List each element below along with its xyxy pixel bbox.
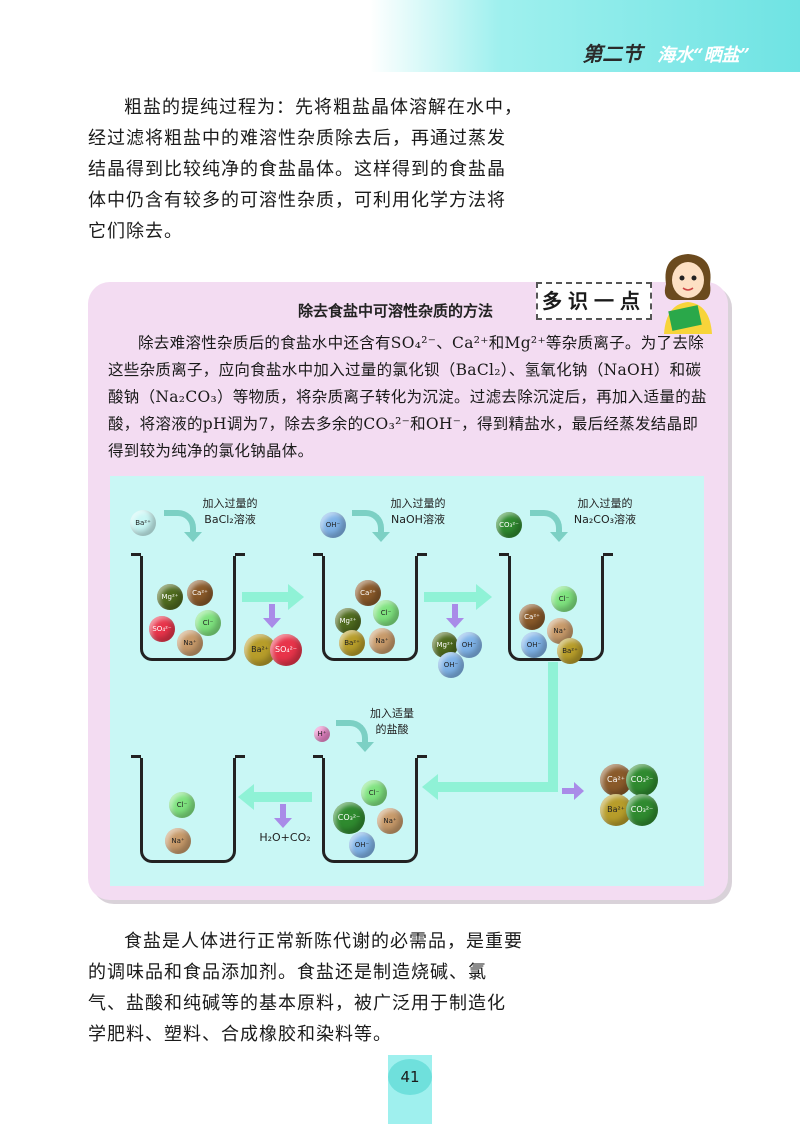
beaker-1: Mg²⁺ Ca²⁺ Cl⁻ SO₄²⁻ Na⁺ — [131, 553, 245, 661]
ion-ball: Mg²⁺ — [157, 584, 183, 610]
step4-line1: 加入适量 — [370, 707, 414, 720]
ion-ball: Na⁺ — [177, 630, 203, 656]
precipitate-arrow — [263, 604, 281, 628]
add-arrow-icon — [352, 510, 390, 542]
add-arrow-icon — [336, 720, 374, 752]
box-paragraph: 除去难溶性杂质后的食盐水中还含有SO₄²⁻、Ca²⁺和Mg²⁺等杂质离子。为了去… — [108, 334, 707, 460]
beaker-3: Cl⁻ Ca²⁺ Na⁺ OH⁻ Ba²⁺ — [499, 553, 613, 664]
step2-line2: NaOH溶液 — [391, 513, 445, 526]
ion-ball: Cl⁻ — [169, 792, 195, 818]
paragraph-intro: 粗盐的提纯过程为：先将粗盐晶体溶解在水中，经过滤将粗盐中的难溶性杂质除去后，再通… — [88, 97, 523, 242]
ion-ball: Ca²⁺ — [519, 604, 545, 630]
ion-ball: OH⁻ — [456, 632, 482, 658]
beaker-4: Cl⁻ CO₃²⁻ Na⁺ OH⁻ — [313, 755, 427, 863]
step1-line2: BaCl₂溶液 — [204, 513, 256, 526]
beaker-5: Cl⁻ Na⁺ — [131, 755, 245, 863]
section-title: 海水“晒盐” — [657, 45, 750, 66]
precipitate-arrow — [446, 604, 464, 628]
page-number: 41 — [388, 1059, 432, 1095]
ion-ball: Mg²⁺ — [335, 608, 361, 634]
ion-ball: Ca²⁺ — [355, 580, 381, 606]
step3-line1: 加入过量的 — [577, 497, 633, 510]
ion-ball: Ba²⁺ — [557, 638, 583, 664]
ion-ball: CO₃²⁻ — [626, 794, 658, 826]
ion-ball: OH⁻ — [349, 832, 375, 858]
ion-ball: OH⁻ — [521, 632, 547, 658]
ion-ball: Cl⁻ — [551, 586, 577, 612]
step1-label: 加入过量的 BaCl₂溶液 — [190, 496, 270, 528]
flow-arrow — [424, 584, 492, 610]
add-arrow-icon — [530, 510, 568, 542]
ion-ball: Na⁺ — [377, 808, 403, 834]
ion-ball: CO₃²⁻ — [626, 764, 658, 796]
ion-ba: Ba²⁺ — [130, 510, 156, 536]
info-box: 除去食盐中可溶性杂质的方法 多识一点 除去难溶性杂质后的食盐水中还含有SO₄²⁻… — [88, 282, 728, 900]
ion-co3: CO₃²⁻ — [496, 512, 522, 538]
ion-ball: CO₃²⁻ — [333, 802, 365, 834]
step2-line1: 加入过量的 — [390, 497, 446, 510]
ion-h: H⁺ — [314, 726, 330, 742]
purification-diagram: Ba²⁺ 加入过量的 BaCl₂溶液 Mg²⁺ Ca²⁺ Cl⁻ SO₄²⁻ N… — [110, 476, 704, 886]
ion-ball: Cl⁻ — [195, 610, 221, 636]
section-number: 第二节 — [582, 44, 643, 66]
ion-ball: Ca²⁺ — [187, 580, 213, 606]
add-arrow-icon — [164, 510, 202, 542]
step3-label: 加入过量的 Na₂CO₃溶液 — [560, 496, 650, 528]
flow-arrow — [422, 774, 558, 800]
step1-line1: 加入过量的 — [202, 497, 258, 510]
box-title: 除去食盐中可溶性杂质的方法 — [298, 302, 494, 320]
ion-ball: Na⁺ — [369, 628, 395, 654]
ion-ball: Cl⁻ — [373, 600, 399, 626]
flow-arrow — [238, 784, 312, 810]
flow-arrow — [548, 662, 558, 792]
step3-line2: Na₂CO₃溶液 — [573, 513, 637, 526]
header-band — [370, 0, 800, 72]
running-header: 第二节 海水“晒盐” — [582, 38, 750, 67]
ion-ball: Na⁺ — [165, 828, 191, 854]
ion-ball: SO₄²⁻ — [149, 616, 175, 642]
ion-ball: OH⁻ — [438, 652, 464, 678]
paragraph-uses: 食盐是人体进行正常新陈代谢的必需品，是重要的调味品和食品添加剂。食盐还是制造烧碱… — [88, 931, 523, 1045]
step4-label: 加入适量 的盐酸 — [362, 706, 422, 738]
gas-arrow — [274, 804, 292, 828]
step4-line2: 的盐酸 — [375, 723, 409, 736]
ion-ball: Ba²⁺ — [339, 630, 365, 656]
beaker-2: Ca²⁺ Cl⁻ Mg²⁺ Ba²⁺ Na⁺ — [313, 553, 427, 661]
ion-ball: SO₄²⁻ — [270, 634, 302, 666]
ion-ball: Cl⁻ — [361, 780, 387, 806]
byproduct-label: H₂O+CO₂ — [259, 831, 311, 844]
box-tag: 多识一点 — [536, 282, 652, 320]
ion-oh: OH⁻ — [320, 512, 346, 538]
precipitate-arrow — [562, 782, 584, 800]
girl-reading-illustration — [652, 250, 722, 334]
flow-arrow — [242, 584, 304, 610]
step2-label: 加入过量的 NaOH溶液 — [378, 496, 458, 528]
page-number-tab: 41 — [388, 1055, 432, 1124]
